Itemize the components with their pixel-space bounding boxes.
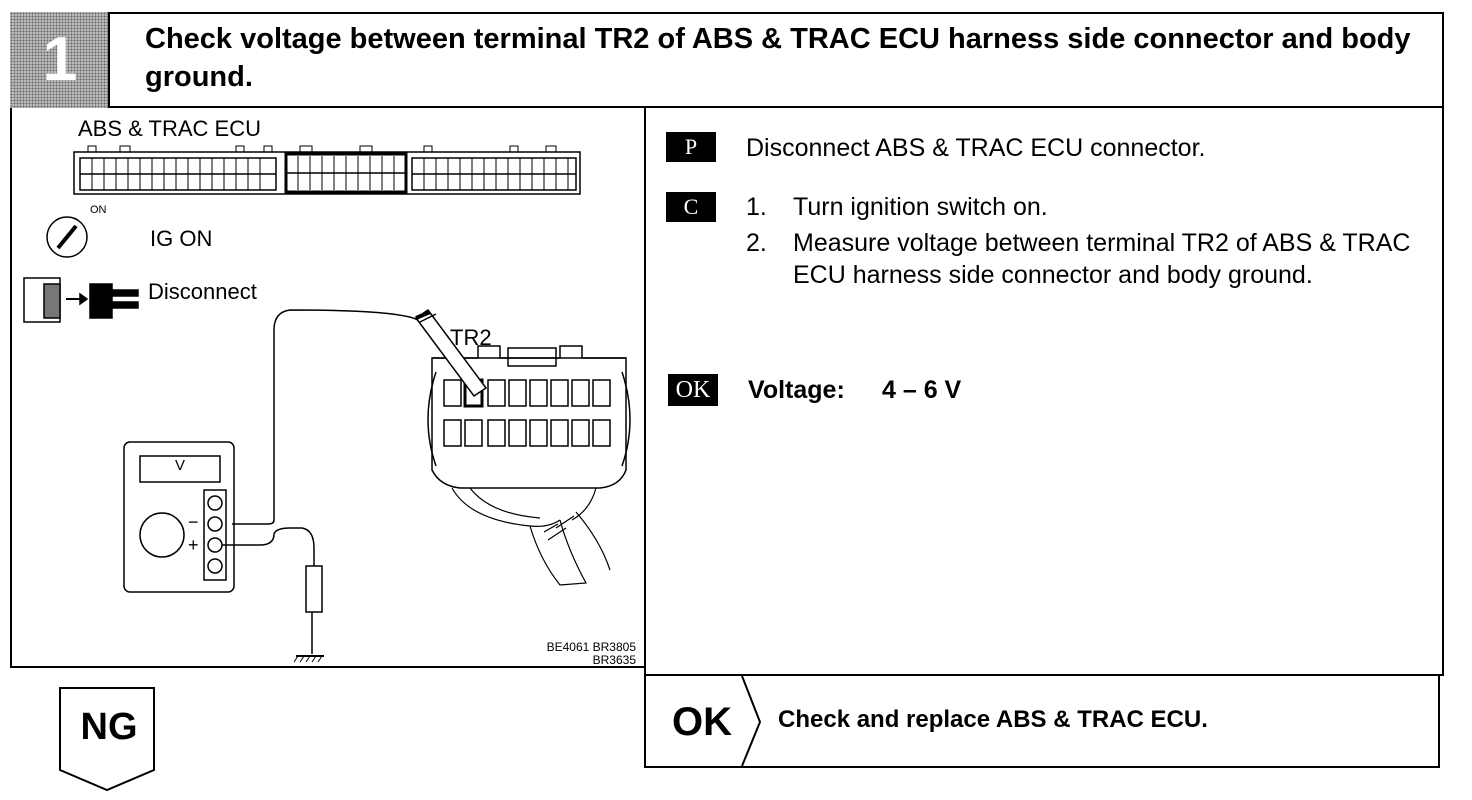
meter-plus-label: + (188, 535, 199, 555)
step-number: 1 (42, 25, 78, 94)
connector-terminals (443, 378, 611, 447)
check-step-number: 1. (746, 193, 767, 221)
ok-result-label: OK (672, 700, 732, 744)
check-tag: C (666, 192, 716, 222)
spec-value: 4 – 6 V (882, 376, 962, 404)
ng-arrow-icon (59, 687, 155, 792)
ground-probe-icon (293, 565, 324, 663)
figure-code: BR3635 (592, 653, 636, 667)
spec-label: Voltage: (748, 376, 845, 404)
check-step-text: Measure voltage between terminal TR2 of … (793, 229, 1411, 289)
ng-result-label: NG (80, 706, 138, 748)
check-step-number: 2. (746, 229, 767, 257)
harness-connector-icon (427, 345, 631, 489)
step-title: Check voltage between terminal TR2 of AB… (145, 23, 1411, 93)
step-number-box (10, 12, 110, 108)
disconnect-label: Disconnect (148, 279, 257, 304)
ground-lead-wire (222, 527, 315, 566)
ig-on-small-label: ON (90, 204, 107, 216)
check-step-text: Turn ignition switch on. (793, 193, 1048, 221)
meter-lead-wire (232, 309, 419, 525)
ok-chevron-icon (741, 675, 762, 767)
figure-code: BE4061 BR3805 (546, 640, 636, 654)
meter-minus-label: − (188, 512, 199, 532)
disconnect-icon (23, 277, 139, 323)
ig-on-label: IG ON (150, 226, 213, 251)
ok-result-action: Check and replace ABS & TRAC ECU. (778, 706, 1208, 733)
prep-tag: P (666, 132, 716, 162)
ecu-connector-icon (73, 151, 581, 195)
ignition-key-icon (46, 216, 88, 258)
ok-spec-tag: OK (668, 374, 718, 406)
ecu-label: ABS & TRAC ECU (78, 116, 261, 141)
meter-unit-label: V (174, 457, 185, 474)
ok-result-box (644, 674, 1440, 768)
harness-wires-icon (451, 487, 611, 586)
meter-probe-icon (414, 308, 488, 398)
prep-text: Disconnect ABS & TRAC ECU connector. (746, 134, 1206, 162)
